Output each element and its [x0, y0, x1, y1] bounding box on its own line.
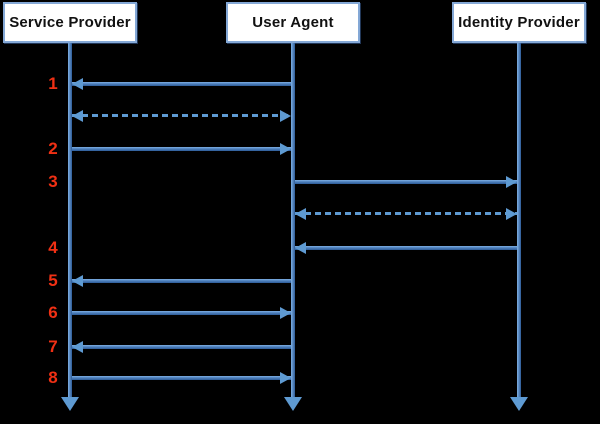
lifeline-service-provider [68, 43, 72, 397]
participant-label-user-agent: User Agent [252, 14, 334, 31]
participant-box-identity-provider: Identity Provider [452, 2, 586, 43]
message-8-arrowhead-right [280, 372, 291, 384]
message-dashed-5-arrowhead-right [506, 208, 517, 220]
message-dashed-5-arrowhead-left [295, 208, 306, 220]
step-number-6: 6 [48, 303, 58, 322]
message-7-line [72, 345, 291, 349]
lifeline-end-arrow-user-agent [284, 397, 302, 411]
step-number-2: 2 [48, 139, 58, 158]
message-dashed-2-line [72, 114, 291, 117]
step-number-5: 5 [48, 271, 58, 290]
step-number-7: 7 [48, 337, 58, 356]
message-4-line [295, 246, 517, 250]
participant-label-identity-provider: Identity Provider [458, 14, 580, 31]
step-number-3: 3 [48, 172, 58, 191]
message-dashed-2-arrowhead-left [72, 110, 83, 122]
message-4-arrowhead-left [295, 242, 306, 254]
message-7-arrowhead-left [72, 341, 83, 353]
message-3-line [295, 180, 517, 184]
participant-label-service-provider: Service Provider [9, 14, 131, 31]
message-8-line [72, 376, 291, 380]
step-number-4: 4 [48, 238, 58, 257]
message-1-line [72, 82, 291, 86]
message-2-arrowhead-right [280, 143, 291, 155]
message-5-line [72, 279, 291, 283]
message-6-arrowhead-right [280, 307, 291, 319]
message-3-arrowhead-right [506, 176, 517, 188]
step-number-1: 1 [48, 74, 58, 93]
participant-box-user-agent: User Agent [226, 2, 360, 43]
message-5-arrowhead-left [72, 275, 83, 287]
lifeline-end-arrow-identity-provider [510, 397, 528, 411]
message-1-arrowhead-left [72, 78, 83, 90]
lifeline-identity-provider [517, 43, 521, 397]
participant-box-service-provider: Service Provider [3, 2, 137, 43]
step-number-8: 8 [48, 368, 58, 387]
message-dashed-5-line [295, 212, 517, 215]
message-dashed-2-arrowhead-right [280, 110, 291, 122]
lifeline-user-agent [291, 43, 295, 397]
message-2-line [72, 147, 291, 151]
message-6-line [72, 311, 291, 315]
lifeline-end-arrow-service-provider [61, 397, 79, 411]
